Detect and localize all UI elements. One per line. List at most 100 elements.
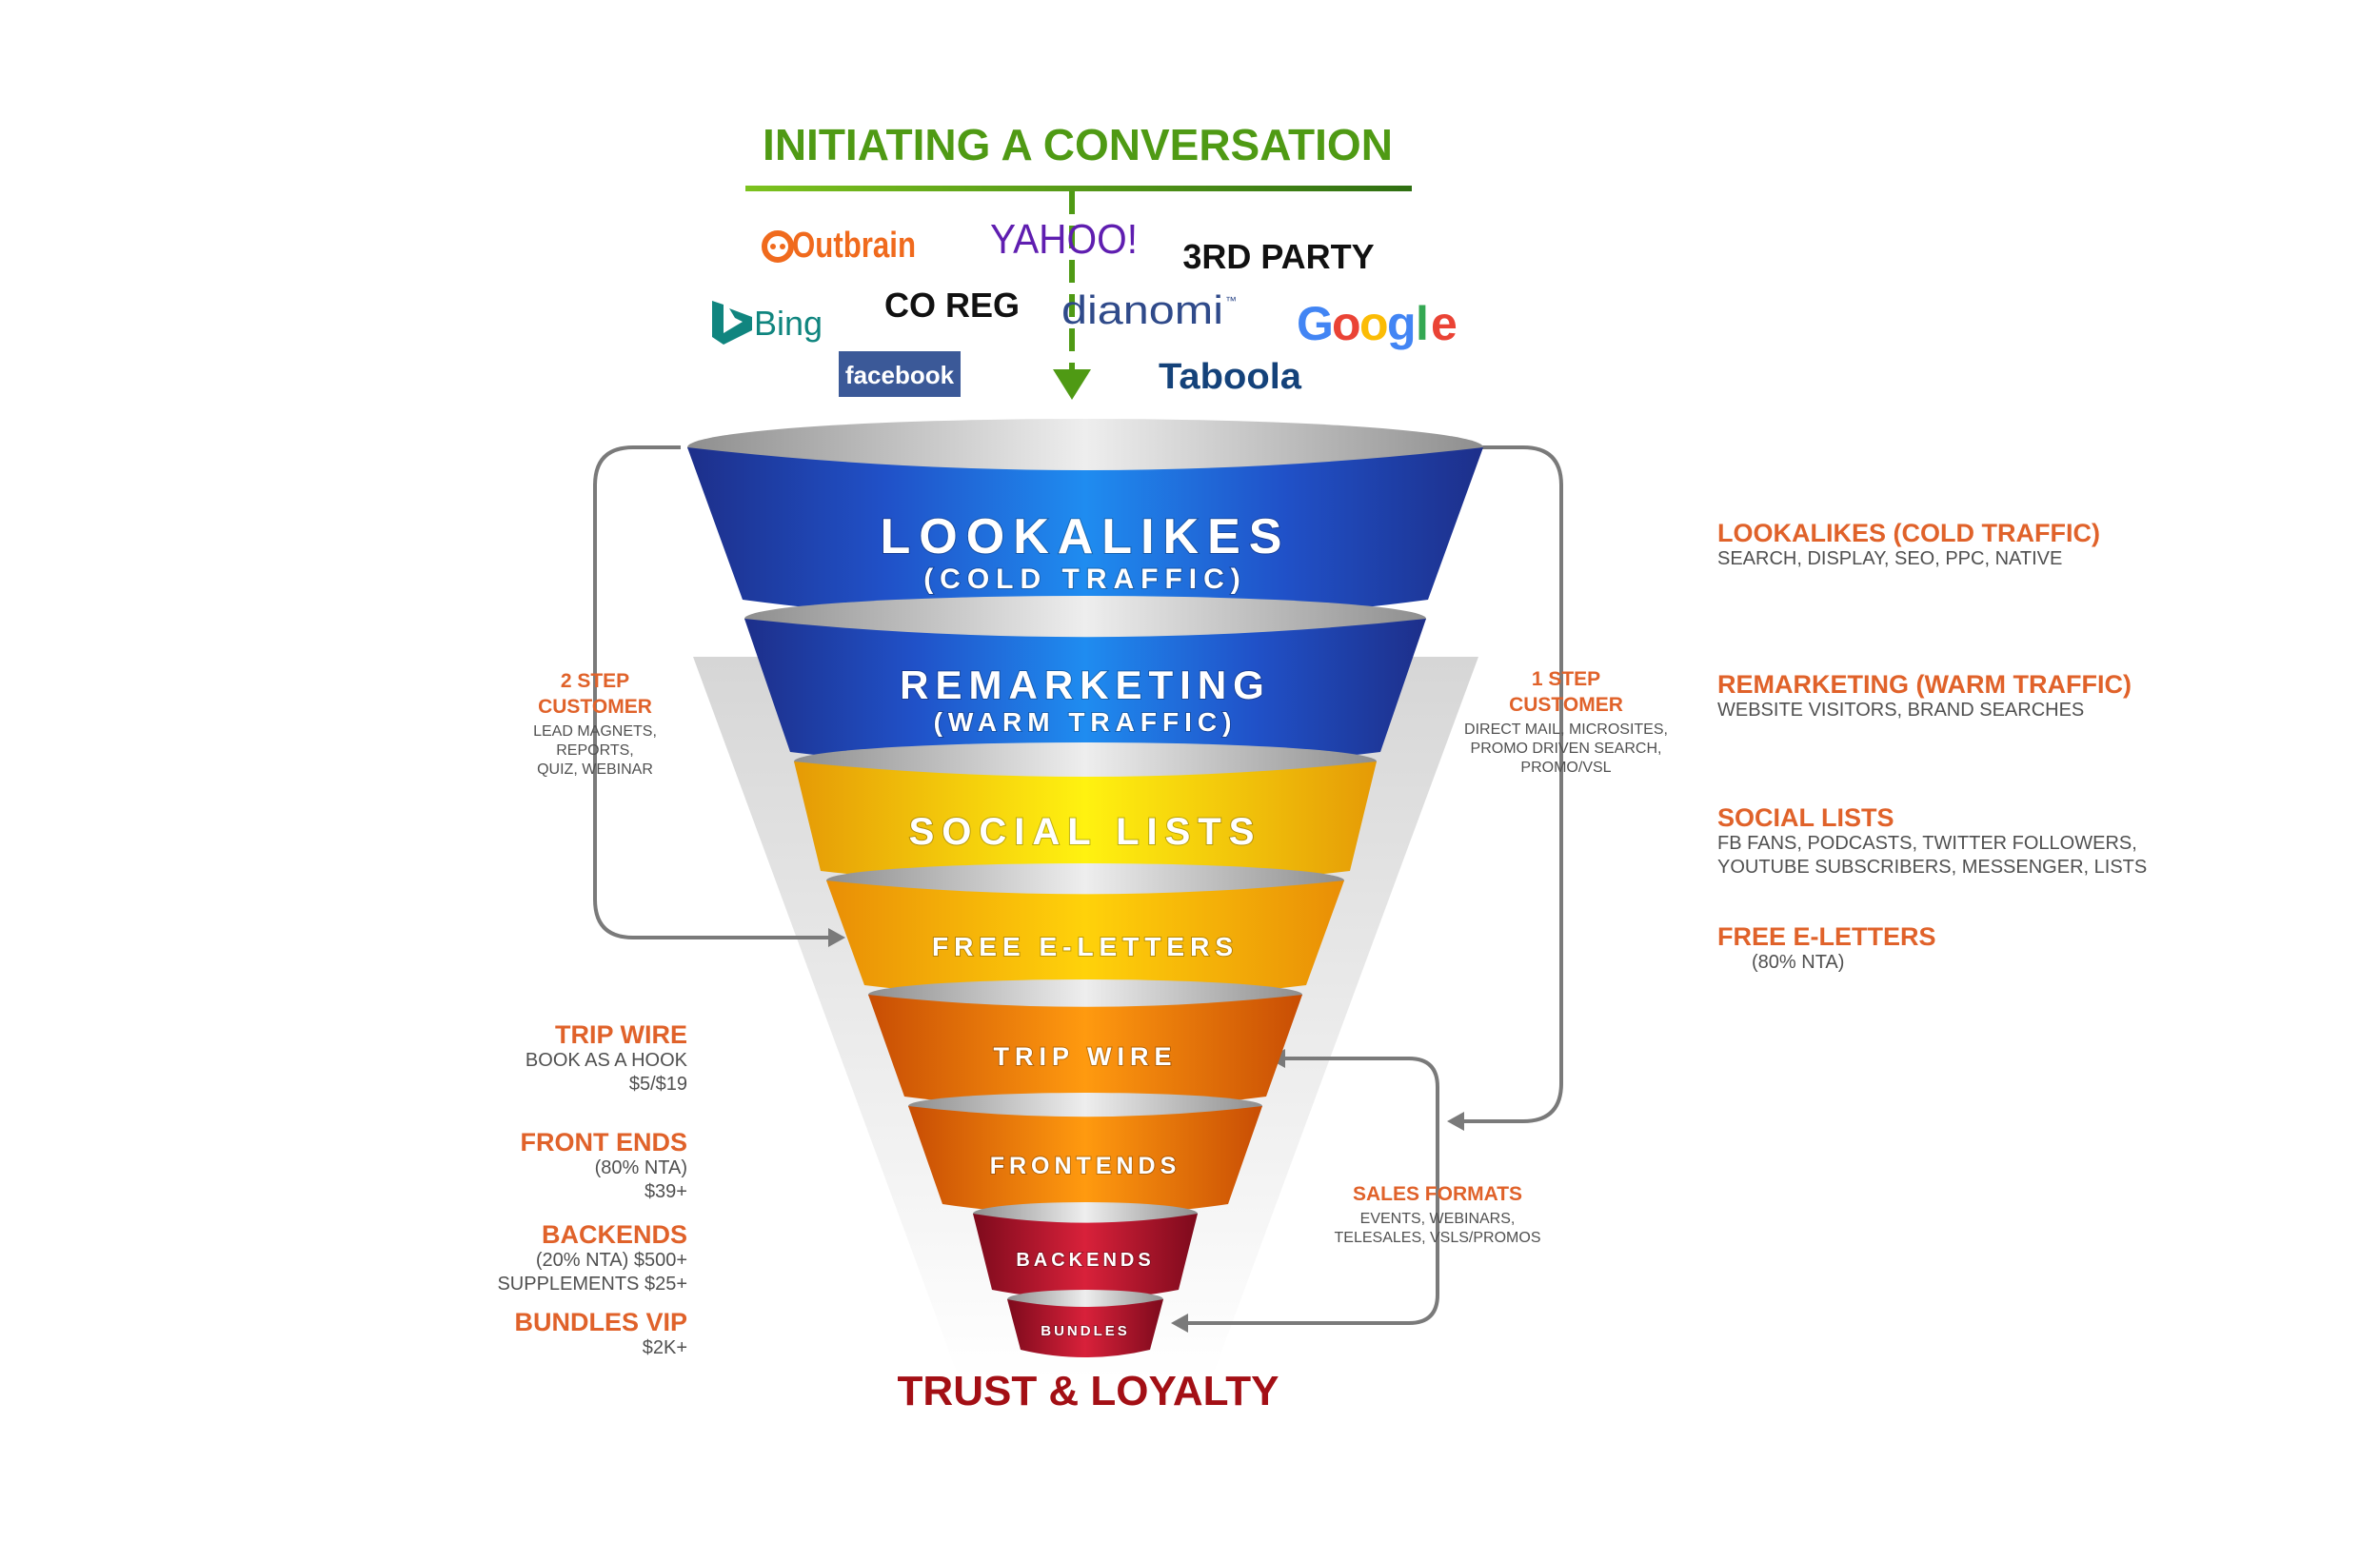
legend-title-backends: BACKENDS	[542, 1220, 687, 1249]
header-arrow-head	[1053, 369, 1091, 400]
sales-formats-title: SALES FORMATS	[1353, 1183, 1522, 1205]
funnel-label-remarketing: REMARKETING	[900, 662, 1271, 707]
bing-text: Bing	[754, 304, 823, 343]
funnel-layer-social-lists	[794, 742, 1377, 886]
google-letter: l	[1416, 297, 1429, 350]
funnel-sublabel-lookalikes: (COLD TRAFFIC)	[923, 563, 1247, 595]
google-letter: o	[1332, 297, 1361, 350]
two-step-note: 2 STEP CUSTOMER LEAD MAGNETS, REPORTS, Q…	[533, 670, 657, 778]
google-logo: G o o g l e	[1297, 297, 1458, 350]
facebook-logo: facebook	[839, 351, 961, 397]
funnel-layer-social-lists-rim	[794, 742, 1377, 781]
one-step-arrow	[1464, 445, 1563, 1123]
funnel-layer-trip-wire-body	[868, 995, 1302, 1109]
right-legend: LOOKALIKES (COLD TRAFFIC) SEARCH, DISPLA…	[1717, 519, 2147, 973]
funnel-layer-trip-wire	[868, 979, 1302, 1109]
funnel-layer-free-e-letters-body	[826, 880, 1344, 999]
google-letter: G	[1297, 297, 1334, 350]
dianomi-logo: dianomi ™	[1061, 287, 1237, 332]
bing-logo: Bing	[712, 301, 823, 345]
funnel-layer-social-lists-body	[794, 761, 1377, 886]
funnel-label-lookalikes: LOOKALIKES	[881, 509, 1291, 564]
legend-line: YOUTUBE SUBSCRIBERS, MESSENGER, LISTS	[1717, 857, 2147, 878]
yahoo-logo: YAHOO!	[990, 216, 1138, 263]
legend-line: $39+	[645, 1181, 687, 1202]
one-step-line: DIRECT MAIL, MICROSITES,	[1464, 722, 1668, 738]
funnel-layer-lookalikes-rim	[687, 419, 1483, 476]
funnel-layer-bundles-rim	[1007, 1290, 1163, 1309]
legend-line: BOOK AS A HOOK	[526, 1050, 688, 1071]
sales-formats-note: SALES FORMATS EVENTS, WEBINARS, TELESALE…	[1335, 1183, 1541, 1246]
funnel-layer-backends-rim	[973, 1202, 1198, 1225]
third-party-label: 3RD PARTY	[1182, 237, 1374, 276]
sales-formats-arrowhead-bottom	[1171, 1314, 1188, 1333]
funnel-layer-bundles-body	[1007, 1299, 1163, 1357]
legend-line: WEBSITE VISITORS, BRAND SEARCHES	[1717, 700, 2084, 721]
funnel-layer-lookalikes	[687, 419, 1483, 623]
funnel-layer-free-e-letters-rim	[826, 863, 1344, 898]
outbrain-text: Outbrain	[792, 226, 916, 266]
taboola-logo: Taboola	[1159, 357, 1302, 397]
funnel-layer-frontends	[908, 1093, 1262, 1216]
two-step-line: LEAD MAGNETS,	[533, 723, 657, 740]
funnel-layer-remarketing-rim	[744, 596, 1426, 642]
funnel-layer-trip-wire-rim	[868, 979, 1302, 1010]
two-step-title: CUSTOMER	[538, 696, 652, 718]
funnel-labels: LOOKALIKES (COLD TRAFFIC) REMARKETING (W…	[880, 508, 1291, 1340]
co-reg-label: CO REG	[884, 286, 1020, 325]
legend-line: SUPPLEMENTS $25+	[497, 1274, 687, 1295]
google-letter: o	[1359, 297, 1389, 350]
one-step-note: 1 STEP CUSTOMER DIRECT MAIL, MICROSITES,…	[1464, 668, 1668, 776]
facebook-text: facebook	[845, 361, 955, 389]
trust-loyalty-title: TRUST & LOYALTY	[898, 1368, 1279, 1414]
legend-line: (80% NTA)	[1752, 952, 1844, 973]
sales-formats-line: TELESALES, VSLS/PROMOS	[1335, 1230, 1541, 1246]
legend-title-lookalikes: LOOKALIKES (COLD TRAFFIC)	[1717, 519, 2100, 547]
funnel-layer-lookalikes-body	[687, 447, 1483, 623]
two-step-arrowhead	[828, 928, 845, 947]
header-title: INITIATING A CONVERSATION	[763, 120, 1393, 169]
funnel-layer-backends-body	[973, 1214, 1198, 1299]
two-step-line: REPORTS,	[556, 742, 634, 759]
one-step-line: PROMO DRIVEN SEARCH,	[1471, 741, 1662, 757]
funnel-sublabel-remarketing: (WARM TRAFFIC)	[934, 707, 1238, 737]
two-step-line: QUIZ, WEBINAR	[537, 761, 653, 778]
legend-line: $5/$19	[629, 1074, 687, 1095]
dianomi-tm: ™	[1225, 294, 1237, 307]
one-step-title: 1 STEP	[1532, 668, 1600, 690]
sales-formats-arrow	[1188, 1057, 1439, 1325]
funnel-layer-frontends-rim	[908, 1093, 1262, 1119]
legend-line: (20% NTA) $500+	[536, 1250, 687, 1271]
funnel-layer-frontends-body	[908, 1106, 1262, 1216]
two-step-arrow	[593, 445, 828, 939]
funnel-label-backends: BACKENDS	[1016, 1250, 1154, 1271]
funnel-layer-backends	[973, 1202, 1198, 1299]
funnel-label-free-e-letters: FREE E-LETTERS	[932, 932, 1239, 961]
legend-line: (80% NTA)	[595, 1157, 687, 1178]
legend-title-trip-wire: TRIP WIRE	[555, 1020, 687, 1049]
google-letter: e	[1431, 297, 1458, 350]
funnel-layer-remarketing-body	[744, 619, 1426, 771]
outbrain-logo: Outbrain	[762, 226, 916, 266]
header-underline	[745, 186, 1412, 191]
funnel-label-trip-wire: TRIP WIRE	[993, 1042, 1177, 1071]
one-step-line: PROMO/VSL	[1520, 760, 1611, 776]
legend-line: $2K+	[643, 1337, 687, 1358]
legend-title-remarketing: REMARKETING (WARM TRAFFIC)	[1717, 670, 2132, 699]
legend-line: SEARCH, DISPLAY, SEO, PPC, NATIVE	[1717, 548, 2062, 569]
funnel-label-bundles: BUNDLES	[1041, 1323, 1130, 1339]
legend-line: FB FANS, PODCASTS, TWITTER FOLLOWERS,	[1717, 833, 2137, 854]
funnel-layer-bundles	[1007, 1290, 1163, 1357]
one-step-arrowhead	[1447, 1112, 1464, 1131]
sales-formats-line: EVENTS, WEBINARS,	[1360, 1211, 1516, 1227]
dianomi-text: dianomi	[1061, 287, 1223, 332]
legend-title-social-lists: SOCIAL LISTS	[1717, 803, 1894, 832]
one-step-title: CUSTOMER	[1509, 694, 1623, 716]
left-legend: TRIP WIRE BOOK AS A HOOK $5/$19 FRONT EN…	[497, 1020, 687, 1358]
two-step-title: 2 STEP	[561, 670, 629, 692]
funnel-layer-remarketing	[744, 596, 1426, 771]
legend-title-free-e-letters: FREE E-LETTERS	[1717, 922, 1936, 951]
funnel-layer-free-e-letters	[826, 863, 1344, 999]
legend-title-front-ends: FRONT ENDS	[521, 1128, 688, 1156]
